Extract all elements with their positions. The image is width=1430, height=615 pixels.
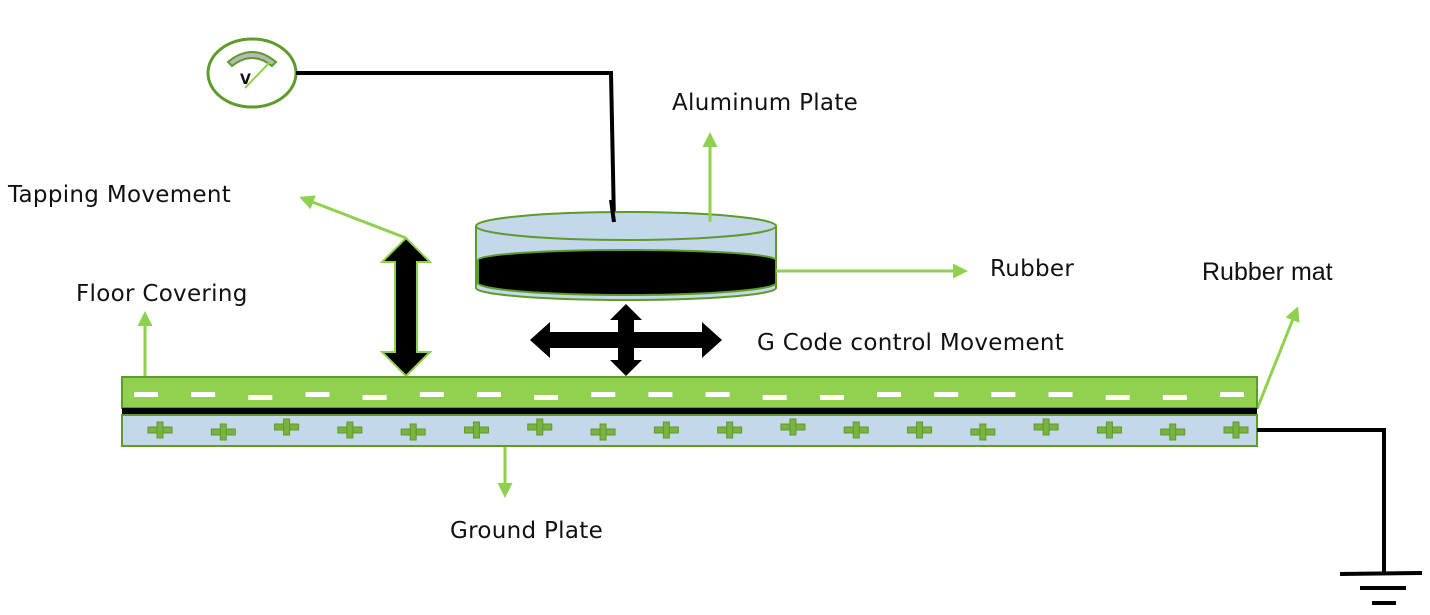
aluminum-plate-label: Aluminum Plate	[672, 90, 858, 116]
voltmeter-body	[206, 37, 298, 109]
voltmeter-symbol: V	[240, 72, 251, 88]
ground-symbol-icon	[1339, 571, 1423, 605]
positive-charge-icon	[1033, 418, 1059, 436]
g-code-movement-label: G Code control Movement	[757, 330, 1064, 356]
negative-charge-icon	[762, 395, 787, 400]
positive-charge-icon	[274, 418, 300, 436]
negative-charge-icon	[534, 395, 559, 400]
negative-charges	[134, 392, 1244, 400]
positive-charge-icon	[527, 418, 553, 436]
tapping-movement-arrow-icon	[379, 236, 433, 378]
positive-charges	[147, 418, 1249, 441]
positive-charge-icon	[717, 421, 743, 439]
positive-charge-icon	[780, 418, 806, 436]
positive-charge-icon	[1223, 421, 1249, 439]
positive-charge-icon	[400, 423, 426, 441]
negative-charge-icon	[191, 392, 216, 397]
positive-charge-icon	[1096, 421, 1122, 439]
negative-charge-icon	[819, 395, 844, 400]
positive-charge-icon	[590, 423, 616, 441]
g-code-movement-cross-arrow-icon	[530, 304, 722, 376]
positive-charge-icon	[907, 421, 933, 439]
voltmeter: V	[206, 37, 298, 109]
rubber-layer	[477, 249, 777, 296]
negative-charge-icon	[305, 392, 330, 397]
negative-charge-icon	[991, 392, 1016, 397]
aluminum-plate-top	[475, 211, 777, 241]
negative-charge-icon	[134, 392, 158, 397]
negative-charge-icon	[1220, 392, 1244, 397]
tapping-movement-pointer	[299, 195, 407, 240]
tapping-movement-label: Tapping Movement	[7, 182, 231, 208]
voltmeter-needle	[244, 61, 271, 89]
positive-charge-icon	[653, 421, 679, 439]
positive-charge-icon	[970, 423, 996, 441]
negative-charge-icon	[1048, 392, 1073, 397]
ground-wire	[1257, 428, 1386, 574]
positive-charge-icon	[463, 421, 489, 439]
floor-covering-layer	[121, 376, 1258, 409]
aluminum-plate-assembly	[475, 199, 777, 301]
floor-covering-label: Floor Covering	[76, 281, 248, 307]
rubber-mat-separator	[122, 408, 1257, 415]
negative-charge-icon	[1105, 395, 1130, 400]
negative-charge-icon	[419, 392, 444, 397]
negative-charge-icon	[1162, 395, 1187, 400]
positive-charge-icon	[843, 421, 869, 439]
voltmeter-scale	[226, 51, 278, 68]
negative-charge-icon	[476, 392, 501, 397]
ground-plate-layer	[121, 414, 1258, 447]
voltmeter-wire	[296, 71, 616, 223]
ground-plate-label: Ground Plate	[450, 518, 603, 544]
positive-charge-icon	[210, 423, 236, 441]
negative-charge-icon	[877, 392, 902, 397]
negative-charge-icon	[934, 392, 959, 397]
negative-charge-icon	[591, 392, 616, 397]
positive-charge-icon	[337, 421, 363, 439]
rubber-mat-pointer	[1255, 306, 1300, 410]
negative-charge-icon	[705, 392, 730, 397]
rubber-label: Rubber	[990, 256, 1074, 282]
plate-wire-end	[609, 199, 616, 223]
negative-charge-icon	[362, 395, 387, 400]
negative-charge-icon	[648, 392, 673, 397]
rubber-mat-label: Rubber mat	[1202, 258, 1333, 286]
negative-charge-icon	[248, 395, 273, 400]
positive-charge-icon	[1160, 423, 1186, 441]
positive-charge-icon	[147, 421, 173, 439]
